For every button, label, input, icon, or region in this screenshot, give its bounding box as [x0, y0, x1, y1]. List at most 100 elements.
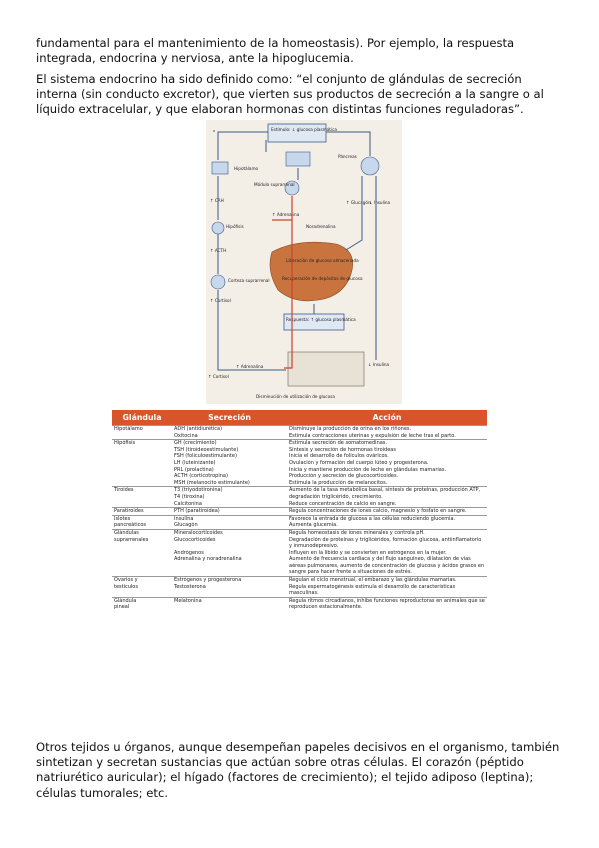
stimulus-label: Estímulo: ↓ glucosa plasmática: [271, 127, 337, 132]
action-cell-line: Estimula secreción de somatomedinas.: [289, 440, 387, 447]
action-cell-line: Influyen en la libido y se convierten en…: [289, 549, 447, 556]
action-cell-line: Producción y secreción de glucocorticoid…: [289, 473, 399, 480]
pancreas-label: Páncreas: [338, 154, 357, 159]
action-cell-line: Síntesis y secreción de hormonas tiroide…: [289, 446, 396, 453]
action-cell: Estimula secreción de somatomedinas.Sínt…: [287, 439, 487, 487]
cortisol-label: ↑ Cortisol: [210, 298, 231, 303]
action-cell-line: Reduce concentración de calcio en sangre…: [289, 500, 397, 507]
secretion-cell: PTH (paratiroidea): [172, 507, 287, 516]
action-cell-line: Favorece la entrada de glucosa a las cél…: [289, 515, 456, 522]
tissue-cells-icon: [287, 351, 365, 387]
liver-release-label: Liberación de glucosa almacenada: [286, 258, 359, 263]
gland-cell: Hipófisis: [112, 439, 172, 487]
secretion-cell-line: Calcitonina: [174, 500, 202, 507]
gland-cell-line: Hipotálamo: [114, 426, 143, 432]
gland-cell: Tiroides: [112, 486, 172, 508]
secretion-cell-line: Adrenalina y noradrenalina: [174, 556, 242, 563]
secretion-cell-line: ACTH (corticotropina): [174, 473, 228, 480]
secretion-cell-line: ADH (antidiurética): [174, 426, 223, 432]
action-cell-line: Ovulación y formación del cuerpo lúteo y…: [289, 459, 429, 466]
glucagon-label: ↑ Glucagón: [346, 200, 371, 205]
gland-cell-line: pancreáticos: [114, 522, 147, 529]
crh-label: ↑ CRH: [210, 198, 224, 203]
secretion-cell-line: PRL (prolactina): [174, 466, 214, 473]
pituitary-icon: [211, 221, 225, 235]
secretion-cell-line: TSH (tiroideoestimulante): [174, 446, 239, 453]
action-cell: Regula ritmos circadianos, inhibe funcio…: [287, 596, 487, 612]
table-row: Hipófisis GH (crecimiento)TSH (tiroideoes…: [112, 439, 487, 487]
adrenal-cortex-icon: [210, 274, 226, 290]
gland-cell-line: Glándula: [114, 597, 137, 604]
action-cell: Regulan el ciclo menstrual, el embarazo …: [287, 576, 487, 598]
secretion-cell-line: GH (crecimiento): [174, 440, 217, 447]
header-secretion: Secreción: [172, 410, 287, 426]
action-cell-line: Aumento de la tasa metabólica basal, sín…: [289, 487, 481, 500]
secretion-cell-line: Melatonina: [174, 597, 202, 604]
adrenal-gland-icon: [284, 180, 300, 196]
secretion-cell-line: Insulina: [174, 515, 194, 522]
action-cell: Regula homeostasis de iones minerales y …: [287, 528, 487, 577]
insulin-bottom-label: ↓ Insulina: [368, 362, 390, 367]
action-cell-line: Aumenta glucemia.: [289, 522, 338, 529]
action-cell: Favorece la entrada de glucosa a las cél…: [287, 514, 487, 530]
adrenal-cortex-label: Corteza suprarrenal: [228, 278, 270, 283]
secretion-cell-line: LH (luteinizante): [174, 459, 216, 466]
secretion-cell-line: Testosterona: [174, 583, 206, 590]
gland-cell-line: Islotes: [114, 515, 131, 522]
diagram-arrows: [213, 130, 377, 371]
gland-cell-line: Hipófisis: [114, 440, 136, 447]
hypoglycemia-response-diagram: Estímulo: ↓ glucosa plasmática Hipotálam…: [206, 120, 402, 404]
gland-cell-line: Tiroides: [114, 487, 134, 494]
liver-recovery-label: Recuperación de depósitos de glucosa: [282, 276, 363, 281]
secretion-cell-line: [174, 543, 285, 550]
secretion-cell: GH (crecimiento)TSH (tiroideoestimulante…: [172, 439, 287, 487]
response-label: Respuesta: ↑ glucosa plasmática: [286, 317, 356, 322]
gland-cell-line: suprarrenales: [114, 536, 149, 543]
paragraph-intro: fundamental para el mantenimiento de la …: [36, 36, 515, 66]
secretion-cell-line: T4 (tiroxina): [174, 493, 205, 500]
action-cell-line: Estimula la producción de melanocitos.: [289, 479, 388, 486]
action-cell: Aumento de la tasa metabólica basal, sín…: [287, 486, 487, 508]
secretion-cell-line: Glucagón: [174, 522, 198, 529]
action-cell-line: Regulan el ciclo menstrual, el embarazo …: [289, 577, 457, 584]
adrenaline-bottom-label: ↑ Adrenalina: [236, 364, 264, 369]
paragraph-definition: El sistema endocrino ha sido definido co…: [36, 72, 544, 117]
secretion-cell: ADH (antidiurética)Oxitocina: [172, 424, 287, 440]
secretion-cell-line: Mineralocorticoides: [174, 529, 223, 536]
secretion-cell-line: Glucocorticoides: [174, 536, 216, 543]
adrenal-module-top-icon: [285, 151, 311, 167]
secretion-cell-line: MSH (melanocito estimulante): [174, 479, 250, 486]
diagram-svg: Estímulo: ↓ glucosa plasmática Hipotálam…: [208, 123, 391, 399]
header-action: Acción: [287, 410, 487, 426]
action-cell-line: Disminuye la producción de orina en los …: [289, 426, 412, 432]
action-cell-line: Regula ritmos circadianos, inhibe funcio…: [289, 597, 485, 611]
action-cell: Disminuye la producción de orina en los …: [287, 424, 487, 440]
pancreas-icon: [360, 156, 380, 176]
header-gland: Glándula: [112, 410, 172, 426]
action-cell-line: Estimula contracciones uterinas y expuls…: [289, 432, 456, 439]
gland-cell: Hipotálamo: [112, 424, 172, 440]
gland-cell-line: Glándulas: [114, 529, 139, 536]
secretion-cell-line: Estrógenos y progesterona: [174, 577, 242, 584]
paragraph-other-tissues: Otros tejidos u órganos, aunque desempeñ…: [36, 740, 560, 800]
gland-cell-line: Ovarios y: [114, 577, 138, 584]
action-cell-line: Inicia el desarrollo de folículos ováric…: [289, 453, 389, 460]
cortisol-bottom-label: ↑ Cortisol: [208, 374, 229, 379]
action-cell-line: Regula homeostasis de iones minerales y …: [289, 529, 425, 536]
gland-cell-line: Paratiroides: [114, 508, 144, 515]
adrenaline-label: ↑ Adrenalina: [272, 212, 300, 217]
secretion-cell-line: Oxitocina: [174, 432, 198, 439]
secretion-cell-line: T3 (triyodotironina): [174, 487, 223, 494]
secretion-cell-line: FSH (foliculoestimulante): [174, 453, 237, 460]
